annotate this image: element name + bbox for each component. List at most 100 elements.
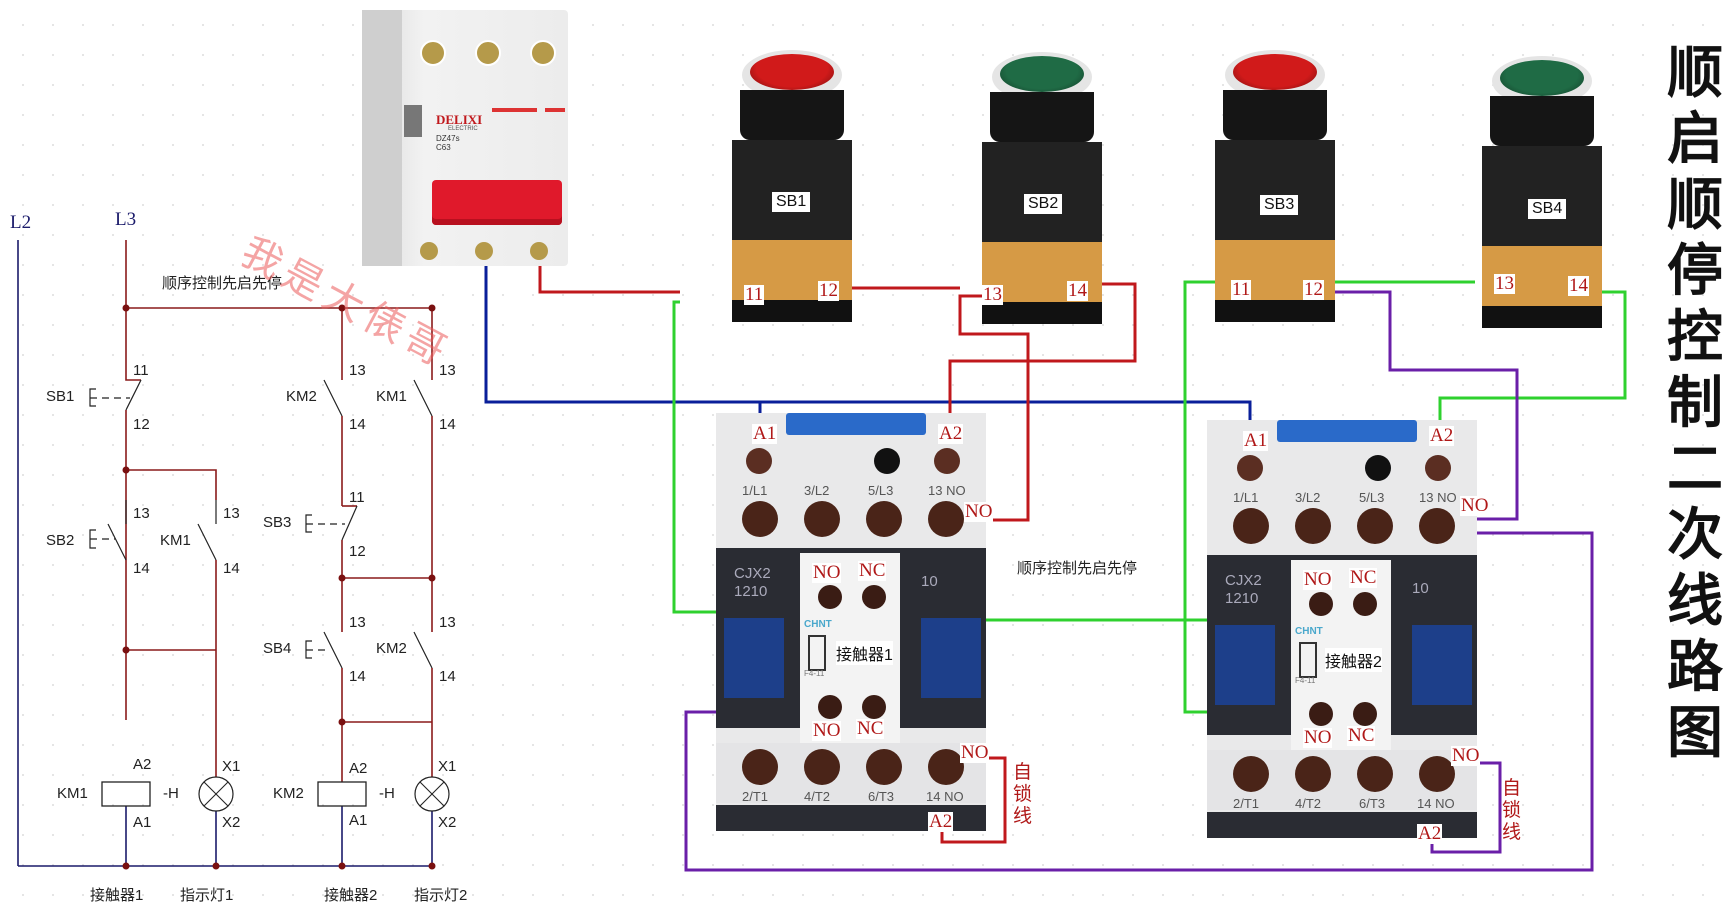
terminal-screw[interactable] bbox=[742, 501, 778, 537]
bottom-term-4: 14 NO bbox=[1417, 796, 1455, 811]
wire-purple-sb3-12 bbox=[1330, 290, 1519, 521]
coil2-pin-a1: A1 bbox=[349, 812, 368, 829]
aux-screw[interactable] bbox=[818, 695, 842, 719]
terminal-screw[interactable] bbox=[1295, 508, 1331, 544]
button-pin-right: 12 bbox=[818, 280, 839, 301]
terminal-screw[interactable] bbox=[1419, 756, 1455, 792]
aux-bottom-nc: NC bbox=[1347, 725, 1376, 746]
button-pin-left: 11 bbox=[744, 284, 765, 305]
terminal-screw-a1[interactable] bbox=[746, 448, 772, 474]
terminal-screw[interactable] bbox=[1233, 756, 1269, 792]
aux-brand: CHNT bbox=[804, 619, 832, 630]
aux-screw[interactable] bbox=[1309, 702, 1333, 726]
aux-screw[interactable] bbox=[862, 585, 886, 609]
push-button-sb4[interactable]: SB4 13 14 bbox=[1482, 56, 1602, 328]
push-button-sb1[interactable]: SB1 11 12 bbox=[732, 50, 852, 322]
terminal-screw[interactable] bbox=[742, 749, 778, 785]
aux-code: F4-11 bbox=[1295, 676, 1316, 685]
coil2-tag: -H bbox=[379, 785, 395, 802]
bottom-term-3: 6/T3 bbox=[868, 789, 895, 804]
sb1-label: SB1 bbox=[46, 388, 75, 405]
title-char: 次 bbox=[1667, 502, 1723, 568]
push-button-sb2[interactable]: SB2 13 14 bbox=[982, 52, 1102, 324]
self-lock-char: 自 bbox=[1502, 778, 1522, 799]
coil2-label: KM2 bbox=[273, 785, 304, 802]
contactor-1: CJX2 1210 10 A1 A2 1/L1 3/L2 5/L3 13 NO … bbox=[716, 413, 994, 832]
aux-screw[interactable] bbox=[1353, 592, 1377, 616]
phase-label-l3: L3 bbox=[115, 209, 137, 230]
phase-label-l2: L2 bbox=[10, 212, 32, 233]
terminal-screw[interactable] bbox=[1419, 508, 1455, 544]
button-cap bbox=[1233, 54, 1317, 90]
button-pin-left: 13 bbox=[1494, 273, 1515, 294]
junction-dots bbox=[122, 304, 436, 870]
terminal-screw[interactable] bbox=[804, 501, 840, 537]
km1-aux-b-pin-14: 14 bbox=[439, 416, 456, 433]
bottom-term-3: 6/T3 bbox=[1359, 796, 1386, 811]
sb2-pin-13: 13 bbox=[133, 505, 150, 522]
self-lock-label-1: 自 锁 线 bbox=[1013, 762, 1033, 828]
title-char: 顺 bbox=[1667, 172, 1723, 238]
aux-screw[interactable] bbox=[862, 695, 886, 719]
aux-top-nc: NC bbox=[1349, 567, 1378, 588]
button-cap bbox=[1000, 56, 1084, 92]
contactor-2: CJX2 1210 10 A1 A2 1/L1 3/L2 5/L3 13 NO … bbox=[1207, 420, 1490, 844]
sb3-pin-12: 12 bbox=[349, 543, 366, 560]
terminal-screw-a1[interactable] bbox=[1237, 455, 1263, 481]
sb4-pin-14: 14 bbox=[349, 668, 366, 685]
coil-term-a2: A2 bbox=[938, 423, 964, 444]
title-char: 启 bbox=[1667, 106, 1723, 172]
terminal-screw[interactable] bbox=[866, 501, 902, 537]
terminal-screw[interactable] bbox=[1295, 756, 1331, 792]
aux-screw[interactable] bbox=[818, 585, 842, 609]
no-tag-top: NO bbox=[964, 501, 994, 522]
aux-screw[interactable] bbox=[1309, 592, 1333, 616]
terminal-screw[interactable] bbox=[866, 749, 902, 785]
terminal-screw[interactable] bbox=[1233, 508, 1269, 544]
top-term-1: 1/L1 bbox=[1233, 490, 1259, 505]
lamp2-pin-x2: X2 bbox=[438, 814, 457, 831]
wire-red-sb2-14 bbox=[948, 282, 1137, 430]
coil1-label: KM1 bbox=[57, 785, 88, 802]
lamp2-pin-x1: X1 bbox=[438, 758, 457, 775]
title-char: 停 bbox=[1667, 238, 1723, 304]
button-pin-left: 11 bbox=[1231, 279, 1252, 300]
sb4-label: SB4 bbox=[263, 640, 292, 657]
aux-bottom-no: NO bbox=[812, 720, 842, 741]
coil-term-a2: A2 bbox=[1429, 425, 1455, 446]
bottom-term-2: 4/T2 bbox=[1295, 796, 1322, 811]
km1-aux-pin-13: 13 bbox=[223, 505, 240, 522]
terminal-screw[interactable] bbox=[1357, 508, 1393, 544]
aux-screw[interactable] bbox=[1353, 702, 1377, 726]
coil-term-a1: A1 bbox=[752, 423, 778, 444]
km2-aux-a-pin-14: 14 bbox=[349, 416, 366, 433]
terminal-screw[interactable] bbox=[928, 501, 964, 537]
terminal-screw[interactable] bbox=[1357, 756, 1393, 792]
breaker-brand-sub: ELECTRIC bbox=[448, 126, 478, 132]
bottom-term-1: 2/T1 bbox=[742, 789, 769, 804]
title-char: 制 bbox=[1667, 370, 1723, 436]
push-button-sb3[interactable]: SB3 11 12 bbox=[1215, 50, 1335, 322]
terminal-screw-a2[interactable] bbox=[1425, 455, 1451, 481]
button-pin-right: 14 bbox=[1067, 280, 1088, 301]
no-tag-top: NO bbox=[1460, 495, 1490, 516]
no-tag-bottom: NO bbox=[960, 742, 990, 763]
aux-code: F4-11 bbox=[804, 669, 825, 678]
wire-green-sb4-14 bbox=[1438, 290, 1627, 430]
aux-top-nc: NC bbox=[858, 560, 887, 581]
top-term-4: 13 NO bbox=[1419, 490, 1457, 505]
top-term-4: 13 NO bbox=[928, 483, 966, 498]
terminal-screw[interactable] bbox=[804, 749, 840, 785]
sb2-pin-14: 14 bbox=[133, 560, 150, 577]
terminal-screw[interactable] bbox=[928, 749, 964, 785]
breaker-brand: DELIXI bbox=[436, 112, 483, 127]
wire-purple-main bbox=[684, 531, 1594, 872]
sb1-pin-11: 11 bbox=[133, 362, 149, 379]
no-tag-bottom: NO bbox=[1451, 745, 1481, 766]
title-char: 线 bbox=[1667, 568, 1723, 634]
breaker-handle[interactable] bbox=[432, 180, 562, 225]
sb3-label: SB3 bbox=[263, 514, 292, 531]
self-lock-char: 锁 bbox=[1013, 784, 1033, 805]
terminal-screw-a2[interactable] bbox=[934, 448, 960, 474]
top-term-2: 3/L2 bbox=[804, 483, 830, 498]
